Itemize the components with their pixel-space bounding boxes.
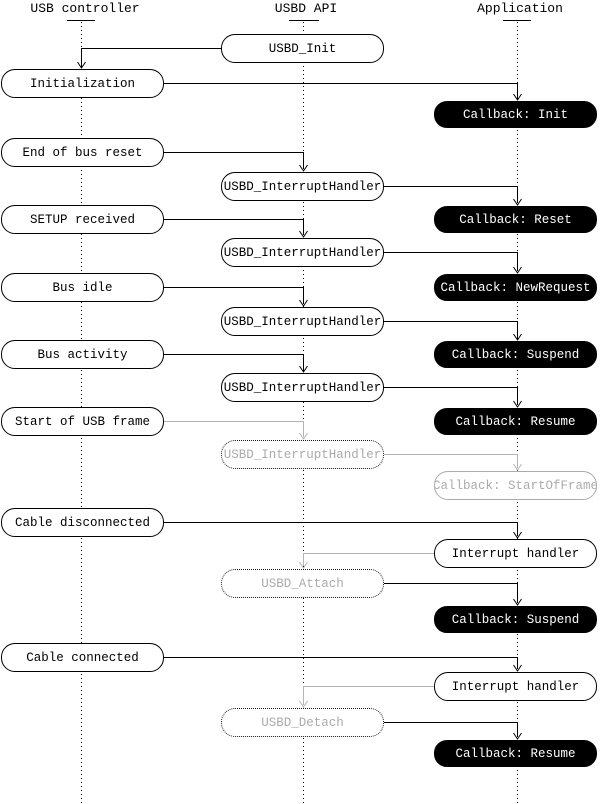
- event-setup-received: SETUP received: [1, 205, 164, 234]
- api-call-interrupt-handler-4: USBD_InterruptHandler: [221, 373, 384, 402]
- callback-suspend-2: Callback: Suspend: [434, 606, 597, 633]
- callback-resume-1: Callback: Resume: [434, 408, 597, 435]
- api-call-interrupt-handler-3: USBD_InterruptHandler: [221, 307, 384, 336]
- callback-newrequest: Callback: NewRequest: [434, 274, 597, 301]
- callback-init: Callback: Init: [434, 101, 597, 128]
- callback-reset: Callback: Reset: [434, 206, 597, 233]
- event-bus-activity: Bus activity: [1, 340, 164, 369]
- interrupt-handler-a: Interrupt handler: [434, 539, 597, 568]
- column-header-usb-controller: USB controller: [30, 1, 140, 16]
- api-call-interrupt-handler-1: USBD_InterruptHandler: [221, 172, 384, 201]
- api-call-usbd-init: USBD_Init: [221, 34, 384, 63]
- api-call-interrupt-handler-ghost: USBD_InterruptHandler: [221, 440, 384, 469]
- event-end-of-bus-reset: End of bus reset: [1, 138, 164, 167]
- callback-startofframe-ghost: Callback: StartOfFrame: [434, 471, 597, 500]
- interrupt-handler-b: Interrupt handler: [434, 672, 597, 701]
- api-call-usbd-detach: USBD_Detach: [221, 708, 384, 737]
- callback-resume-2: Callback: Resume: [434, 740, 597, 767]
- api-call-interrupt-handler-2: USBD_InterruptHandler: [221, 238, 384, 267]
- column-header-application: Application: [477, 1, 563, 16]
- event-cable-connected: Cable connected: [1, 643, 164, 672]
- event-start-of-usb-frame: Start of USB frame: [1, 407, 164, 436]
- callback-suspend-1: Callback: Suspend: [434, 341, 597, 368]
- api-call-usbd-attach: USBD_Attach: [221, 569, 384, 598]
- event-bus-idle: Bus idle: [1, 273, 164, 302]
- event-initialization: Initialization: [1, 69, 164, 98]
- event-cable-disconnected: Cable disconnected: [1, 508, 164, 537]
- column-header-usbd-api: USBD API: [274, 1, 338, 16]
